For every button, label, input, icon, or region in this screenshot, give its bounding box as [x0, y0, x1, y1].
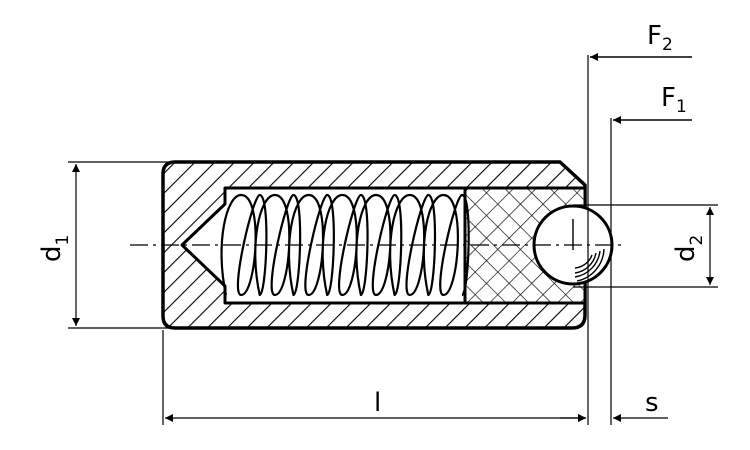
f2-label: F — [647, 21, 662, 51]
d2-subscript: 2 — [687, 235, 707, 246]
d2-label: d — [671, 245, 701, 262]
s-label: s — [645, 388, 659, 418]
dimension-l: l — [165, 388, 586, 422]
force-f2: F2 — [590, 21, 692, 61]
dimension-d2: d2 — [573, 204, 718, 288]
f2-subscript: 2 — [662, 35, 673, 55]
l-label: l — [374, 388, 381, 418]
d1-subscript: 1 — [53, 235, 73, 246]
compression-spring — [220, 193, 470, 297]
svg-text:d1: d1 — [37, 235, 73, 262]
force-f1: F1 — [613, 83, 692, 124]
f1-subscript: 1 — [676, 97, 687, 117]
svg-text:F2: F2 — [647, 21, 673, 55]
dimension-s: s — [560, 388, 668, 422]
svg-text:F1: F1 — [661, 83, 687, 117]
svg-text:d2: d2 — [671, 235, 707, 262]
f1-label: F — [661, 83, 676, 113]
dimension-d1: d1 — [37, 161, 172, 329]
d1-label: d — [37, 245, 67, 262]
